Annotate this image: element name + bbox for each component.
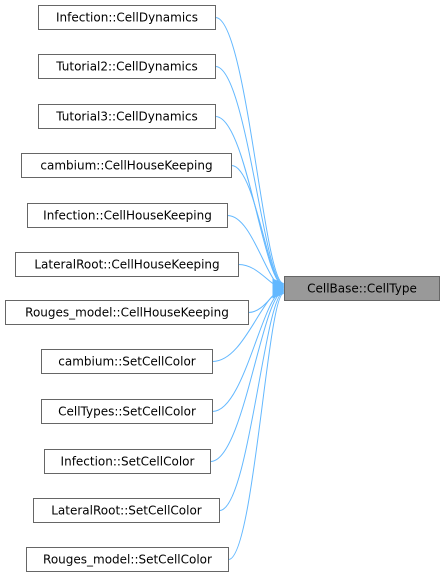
caller-label: Tutorial3::CellDynamics (55, 110, 197, 124)
caller-label: Rouges_model::SetCellColor (43, 553, 212, 567)
caller-label: cambium::SetCellColor (58, 355, 196, 369)
caller-label: Infection::CellDynamics (56, 11, 198, 25)
caller-label: LateralRoot::SetCellColor (51, 504, 202, 518)
caller-node-6[interactable]: Rouges_model::CellHouseKeeping (5, 300, 249, 325)
caller-label: Infection::SetCellColor (61, 455, 195, 469)
caller-node-8[interactable]: CellTypes::SetCellColor (41, 399, 213, 424)
caller-label: CellTypes::SetCellColor (58, 405, 196, 419)
caller-node-1[interactable]: Tutorial2::CellDynamics (38, 54, 216, 79)
caller-node-3[interactable]: cambium::CellHouseKeeping (21, 153, 232, 178)
caller-node-10[interactable]: LateralRoot::SetCellColor (33, 498, 220, 523)
target-label: CellBase::CellType (307, 282, 417, 296)
caller-label: cambium::CellHouseKeeping (40, 159, 212, 173)
call-edge-9 (210, 286, 285, 462)
call-edge-6 (248, 283, 285, 313)
call-edge-3 (231, 165, 285, 292)
call-edges (210, 17, 285, 560)
target-node[interactable]: CellBase::CellType (284, 276, 440, 301)
call-edge-0 (215, 17, 285, 289)
caller-node-11[interactable]: Rouges_model::SetCellColor (26, 547, 229, 572)
caller-label: Tutorial2::CellDynamics (55, 60, 197, 74)
caller-node-4[interactable]: Infection::CellHouseKeeping (27, 203, 228, 228)
caller-node-0[interactable]: Infection::CellDynamics (38, 5, 216, 30)
target-node-box (284, 276, 440, 301)
caller-label: Infection::CellHouseKeeping (43, 209, 212, 223)
call-edge-11 (228, 288, 285, 560)
caller-node-2[interactable]: Tutorial3::CellDynamics (38, 104, 216, 129)
call-edge-1 (215, 66, 285, 290)
caller-node-5[interactable]: LateralRoot::CellHouseKeeping (15, 252, 239, 277)
call-edge-10 (219, 287, 285, 511)
caller-node-9[interactable]: Infection::SetCellColor (44, 449, 211, 474)
caller-label: Rouges_model::CellHouseKeeping (25, 306, 229, 320)
caller-label: LateralRoot::CellHouseKeeping (34, 258, 219, 272)
caller-node-7[interactable]: cambium::SetCellColor (41, 349, 213, 374)
